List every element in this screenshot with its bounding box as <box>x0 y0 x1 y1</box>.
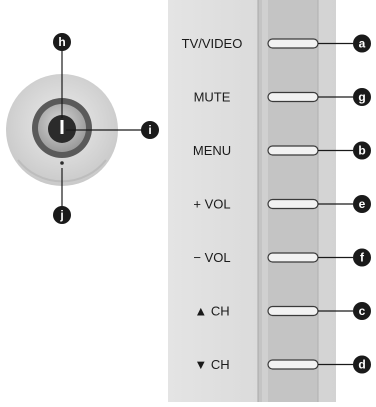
callout-g-circle <box>353 88 371 106</box>
button-label: MENU <box>193 143 231 158</box>
callout-b-circle <box>353 141 371 160</box>
callout-j-letter: j <box>59 208 63 222</box>
side-button[interactable] <box>267 91 319 103</box>
power-knob-assembly <box>6 74 118 186</box>
callout-h-letter: h <box>58 35 65 49</box>
callout-g: g <box>353 88 371 106</box>
side-button[interactable] <box>267 305 319 317</box>
button-row: MUTE <box>194 90 353 105</box>
button-row: ▲ CH <box>194 304 353 319</box>
callout-d: d <box>353 355 371 374</box>
button-row: ▼ CH <box>194 357 353 372</box>
callout-j-circle <box>53 206 71 224</box>
button-label: + VOL <box>193 197 230 212</box>
button-label: ▲ CH <box>194 304 229 319</box>
callout-g-letter: g <box>358 90 365 104</box>
callout-i: i <box>141 121 159 139</box>
button-row: MENU <box>193 143 353 158</box>
button-row: TV/VIDEO <box>182 36 353 51</box>
callout-e-letter: e <box>359 197 366 211</box>
button-row: − VOL <box>193 250 353 265</box>
button-label: MUTE <box>194 90 231 105</box>
side-button[interactable] <box>267 198 319 210</box>
button-label: ▼ CH <box>194 357 229 372</box>
callout-c-letter: c <box>359 304 366 318</box>
callout-f: f <box>353 248 371 267</box>
callout-j: j <box>53 206 71 224</box>
side-button[interactable] <box>267 38 319 49</box>
callout-e-circle <box>353 195 371 213</box>
side-button[interactable] <box>267 252 319 263</box>
side-button[interactable] <box>267 145 319 156</box>
button-row: + VOL <box>193 197 353 212</box>
callout-f-circle <box>353 248 371 267</box>
side-button[interactable] <box>267 359 319 370</box>
callout-e: e <box>353 195 371 213</box>
callout-d-circle <box>353 355 371 374</box>
callout-h-circle <box>53 33 71 51</box>
groove-highlight <box>262 0 268 402</box>
callout-a: a <box>353 34 371 53</box>
callout-i-circle <box>141 121 159 139</box>
callout-a-circle <box>353 34 371 53</box>
callout-i-letter: i <box>148 123 151 137</box>
callout-b-letter: b <box>358 144 365 158</box>
callout-c-circle <box>353 302 371 320</box>
button-label: TV/VIDEO <box>182 36 243 51</box>
callout-c: c <box>353 302 371 320</box>
callout-d-letter: d <box>358 358 365 372</box>
callout-h: h <box>53 33 71 51</box>
power-led-dot <box>60 161 64 165</box>
callout-a-letter: a <box>359 37 366 51</box>
callout-f-letter: f <box>360 251 365 265</box>
callout-b: b <box>353 141 371 160</box>
button-label: − VOL <box>193 250 230 265</box>
